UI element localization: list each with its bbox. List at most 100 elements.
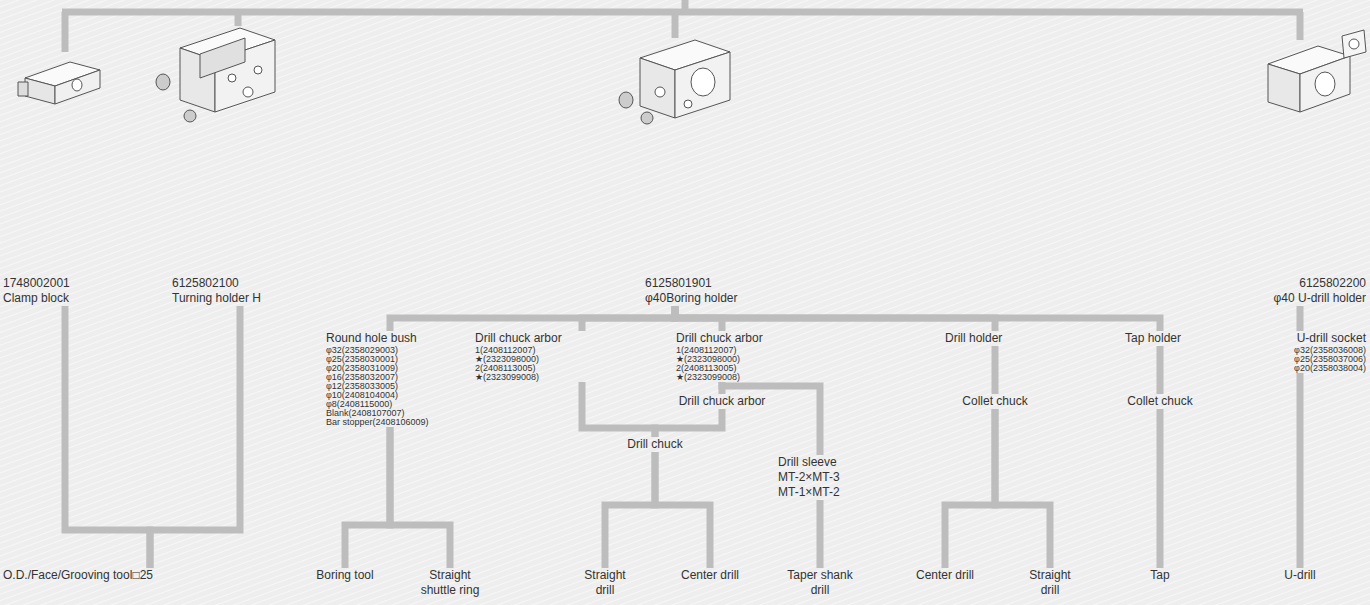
- node-title: 6125802100: [172, 276, 261, 291]
- tool-node: Straight drill: [1020, 568, 1080, 598]
- part-number: Clamp block: [3, 291, 70, 306]
- tree-connector: [995, 409, 1050, 568]
- part-number: φ20(2358031009): [326, 364, 429, 373]
- part-number: φ16(2358032007): [326, 373, 429, 382]
- part-number: φ12(2358033005): [326, 382, 429, 391]
- part-number: φ40Boring holder: [645, 291, 738, 306]
- tree-connector: [1156, 409, 1163, 568]
- part-number: φ25(2358037006): [1294, 355, 1366, 364]
- node-title: 1748002001: [3, 276, 70, 291]
- part-number: φ32(2358036008): [1294, 346, 1366, 355]
- node-title: 6125802200: [1274, 276, 1366, 291]
- tree-connector: [605, 452, 655, 568]
- tree-connector: [817, 500, 824, 568]
- tool-node: Collet chuck: [962, 394, 1027, 409]
- u-drill-holder-drawing: [1268, 30, 1366, 112]
- node-title: Drill chuck arbor: [676, 331, 763, 346]
- tool-node: Drill sleeveMT-2×MT-3MT-1×MT-2: [778, 455, 840, 500]
- node-title: Drill chuck: [627, 437, 682, 452]
- tool-node: Straight drill: [575, 568, 635, 598]
- tree-connector: [1297, 306, 1304, 331]
- part-number: Blank(2408107007): [326, 409, 429, 418]
- tree-connector: [1297, 373, 1304, 568]
- tool-node: 6125802200φ40 U-drill holder: [1274, 276, 1366, 306]
- tree-connector: [582, 306, 675, 331]
- node-title: Boring tool: [316, 568, 373, 583]
- node-title: U-drill socket: [1294, 331, 1366, 346]
- node-title: U-drill: [1284, 568, 1315, 583]
- tree-connector: [390, 306, 675, 331]
- tool-node: Taper shank drill: [785, 568, 855, 598]
- part-number: φ8(2408115000): [326, 400, 429, 409]
- tool-node: U-drill socketφ32(2358036008)φ25(2358037…: [1294, 331, 1366, 373]
- part-number: ★(2323099008): [475, 373, 587, 382]
- tool-node: Boring tool: [316, 568, 373, 583]
- tree-connector: [345, 427, 390, 568]
- tool-node: Tap holder: [1125, 331, 1181, 346]
- tree-connector: [675, 306, 1160, 331]
- tool-node: Tap: [1150, 568, 1169, 583]
- node-title: Collet chuck: [962, 394, 1027, 409]
- tool-node: Center drill: [680, 568, 740, 583]
- node-title: Drill chuck arbor: [679, 394, 766, 409]
- part-number: MT-1×MT-2: [778, 485, 840, 500]
- tool-node: 6125801901φ40Boring holder: [645, 276, 738, 306]
- part-number: MT-2×MT-3: [778, 470, 840, 485]
- tree-connector: [65, 306, 150, 568]
- tree-connector: [655, 409, 722, 437]
- part-number: ★(2323099008): [676, 373, 763, 382]
- node-title: Center drill: [680, 568, 740, 583]
- node-title: O.D./Face/Grooving tool□25: [3, 568, 153, 583]
- node-title: Drill chuck arbor: [475, 331, 587, 346]
- node-title: Tap: [1150, 568, 1169, 583]
- node-title: Collet chuck: [1127, 394, 1192, 409]
- tree-connector: [150, 306, 240, 568]
- tool-node: Drill chuck: [627, 437, 682, 452]
- node-title: Straight drill: [1020, 568, 1080, 598]
- part-number: φ40 U-drill holder: [1274, 291, 1366, 306]
- tree-connector: [992, 346, 999, 394]
- turning-holder-drawing: [156, 28, 275, 122]
- tree-connector: [582, 382, 655, 437]
- node-title: Center drill: [915, 568, 975, 583]
- tool-node: Straight shuttle ring: [414, 568, 486, 598]
- part-number: ★(2323098000): [676, 355, 763, 364]
- tree-connector: [390, 427, 450, 568]
- part-number: 1(2408112007): [676, 346, 763, 355]
- part-number: 2(2408113005): [676, 364, 763, 373]
- tool-node: 1748002001Clamp block: [3, 276, 70, 306]
- tool-node: U-drill: [1284, 568, 1315, 583]
- node-title: Straight shuttle ring: [414, 568, 486, 598]
- tree-connector: [945, 409, 995, 568]
- tool-node: Drill chuck arbor1(2408112007)★(23230980…: [475, 331, 587, 382]
- tool-node: Collet chuck: [1127, 394, 1192, 409]
- node-title: Drill sleeve: [778, 455, 840, 470]
- boring-holder-drawing: [619, 40, 730, 124]
- node-title: 6125801901: [645, 276, 738, 291]
- part-number: 1(2408112007): [475, 346, 587, 355]
- tool-node: Drill holder: [945, 331, 1002, 346]
- tree-connector: [722, 382, 820, 455]
- part-number: φ25(2358030001): [326, 355, 429, 364]
- tool-node: Round hole bushφ32(2358029003)φ25(235803…: [326, 331, 429, 427]
- tree-connector: [655, 452, 710, 568]
- clamp-block-drawing: [18, 62, 100, 104]
- part-number: φ32(2358029003): [326, 346, 429, 355]
- tool-node: Drill chuck arbor1(2408112007)★(23230980…: [676, 331, 763, 382]
- part-number: Bar stopper(2408106009): [326, 418, 429, 427]
- part-number: φ10(2408104004): [326, 391, 429, 400]
- part-number: φ20(2358038004): [1294, 364, 1366, 373]
- node-title: Drill holder: [945, 331, 1002, 346]
- node-title: Round hole bush: [326, 331, 429, 346]
- tool-node: Center drill: [915, 568, 975, 583]
- tool-node: O.D./Face/Grooving tool□25: [3, 568, 153, 583]
- node-title: Tap holder: [1125, 331, 1181, 346]
- tool-node: Drill chuck arbor: [679, 394, 766, 409]
- part-number: ★(2323098000): [475, 355, 587, 364]
- node-title: Straight drill: [575, 568, 635, 598]
- tree-connector: [1157, 346, 1164, 394]
- part-number: 2(2408113005): [475, 364, 587, 373]
- node-title: Taper shank drill: [785, 568, 855, 598]
- tool-node: 6125802100Turning holder H: [172, 276, 261, 306]
- part-number: Turning holder H: [172, 291, 261, 306]
